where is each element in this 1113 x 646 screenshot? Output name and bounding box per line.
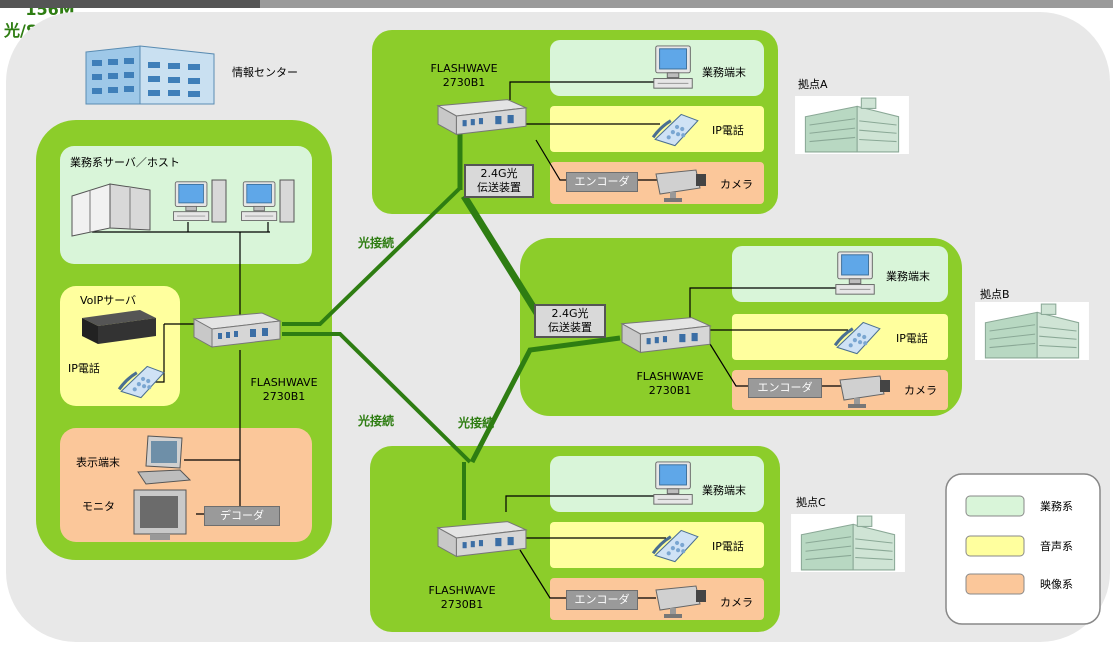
host-pc-2-icon bbox=[241, 181, 278, 221]
site-c-flashwave-number: 2730B1 bbox=[440, 597, 484, 611]
site-a-flashwave-number: 2730B1 bbox=[442, 75, 486, 89]
laptop-icon bbox=[137, 435, 192, 485]
site-b-terminal-label: 業務端末 bbox=[886, 270, 930, 283]
site-a-building-icon bbox=[794, 96, 910, 154]
host-pc-icon bbox=[173, 181, 210, 221]
site-c-encoder-box: エンコーダ bbox=[566, 590, 638, 610]
link-label-2: 光接続 bbox=[358, 414, 395, 428]
top-bar bbox=[0, 0, 1113, 8]
site-c-flashwave-label: FLASHWAVE 2730B1 bbox=[412, 584, 512, 612]
host-tower-2-icon bbox=[279, 179, 295, 223]
ring-links bbox=[282, 120, 621, 520]
site-a-transmitter-line1: 2.4G光 bbox=[480, 167, 518, 180]
site-c-camera-label: カメラ bbox=[720, 596, 753, 609]
flashwave-model-number: 2730B1 bbox=[262, 389, 306, 403]
display-terminal-label: 表示端末 bbox=[76, 456, 120, 469]
site-c-terminal-icon bbox=[653, 461, 693, 505]
legend-swatch-business bbox=[965, 495, 1025, 517]
monitor-icon bbox=[133, 489, 187, 540]
legend-swatch-video bbox=[965, 573, 1025, 595]
site-b-camera-label: カメラ bbox=[904, 384, 937, 397]
site-b-transmitter-line1: 2.4G光 bbox=[551, 307, 589, 320]
site-b-flashwave-label: FLASHWAVE 2730B1 bbox=[620, 370, 720, 398]
info-center-building-icon bbox=[85, 45, 215, 105]
legend-label-business: 業務系 bbox=[1040, 500, 1073, 513]
legend-label-voice: 音声系 bbox=[1040, 540, 1073, 553]
legend-swatch-voice bbox=[965, 535, 1025, 557]
site-c-flashwave-name: FLASHWAVE bbox=[428, 584, 496, 597]
link-label-3: 光接続 bbox=[458, 416, 495, 430]
site-b-building-icon bbox=[974, 302, 1090, 360]
site-c-phone-label: IP電話 bbox=[712, 540, 744, 553]
voip-server-icon bbox=[82, 310, 156, 344]
info-center-ip-phone-label: IP電話 bbox=[68, 362, 100, 375]
mainframe-icon bbox=[71, 183, 151, 237]
site-a-encoder-box: エンコーダ bbox=[566, 172, 638, 192]
site-a-terminal-icon bbox=[653, 45, 693, 89]
legend-label-video: 映像系 bbox=[1040, 578, 1073, 591]
site-b-flashwave-number: 2730B1 bbox=[648, 383, 692, 397]
site-a-flashwave-name: FLASHWAVE bbox=[430, 62, 498, 75]
site-b-terminal-icon bbox=[835, 251, 875, 295]
info-center-label: 情報センター bbox=[232, 66, 298, 79]
flashwave-model-name: FLASHWAVE bbox=[250, 376, 318, 389]
site-a-phone-label: IP電話 bbox=[712, 124, 744, 137]
site-a-transmitter-line2: 伝送装置 bbox=[477, 181, 521, 194]
site-a-flashwave-label: FLASHWAVE 2730B1 bbox=[414, 62, 514, 90]
top-bar-accent bbox=[0, 0, 260, 8]
site-b-transmitter: 2.4G光 伝送装置 bbox=[534, 304, 606, 338]
site-c-name: 拠点C bbox=[796, 496, 826, 509]
business-hosts-label: 業務系サーバ／ホスト bbox=[70, 156, 180, 169]
voip-server-label: VoIPサーバ bbox=[80, 294, 137, 307]
site-c-terminal-label: 業務端末 bbox=[702, 484, 746, 497]
site-c-voice-row bbox=[550, 522, 764, 568]
site-a-terminal-label: 業務端末 bbox=[702, 66, 746, 79]
site-a-name: 拠点A bbox=[798, 78, 828, 91]
site-a-transmitter: 2.4G光 伝送装置 bbox=[464, 164, 534, 198]
site-a-camera-label: カメラ bbox=[720, 178, 753, 191]
site-b-encoder-box: エンコーダ bbox=[748, 378, 822, 398]
link-label-1: 光接続 bbox=[358, 236, 395, 250]
site-b-transmitter-line2: 伝送装置 bbox=[548, 321, 592, 334]
site-a-voice-row bbox=[550, 106, 764, 152]
site-b-flashwave-name: FLASHWAVE bbox=[636, 370, 704, 383]
monitor-label: モニタ bbox=[82, 500, 115, 513]
decoder-box: デコーダ bbox=[204, 506, 280, 526]
site-c-building-icon bbox=[790, 514, 906, 572]
site-b-phone-label: IP電話 bbox=[896, 332, 928, 345]
host-tower-icon bbox=[211, 179, 227, 223]
site-b-name: 拠点B bbox=[980, 288, 1010, 301]
info-center-flashwave-label: FLASHWAVE 2730B1 bbox=[236, 376, 332, 404]
